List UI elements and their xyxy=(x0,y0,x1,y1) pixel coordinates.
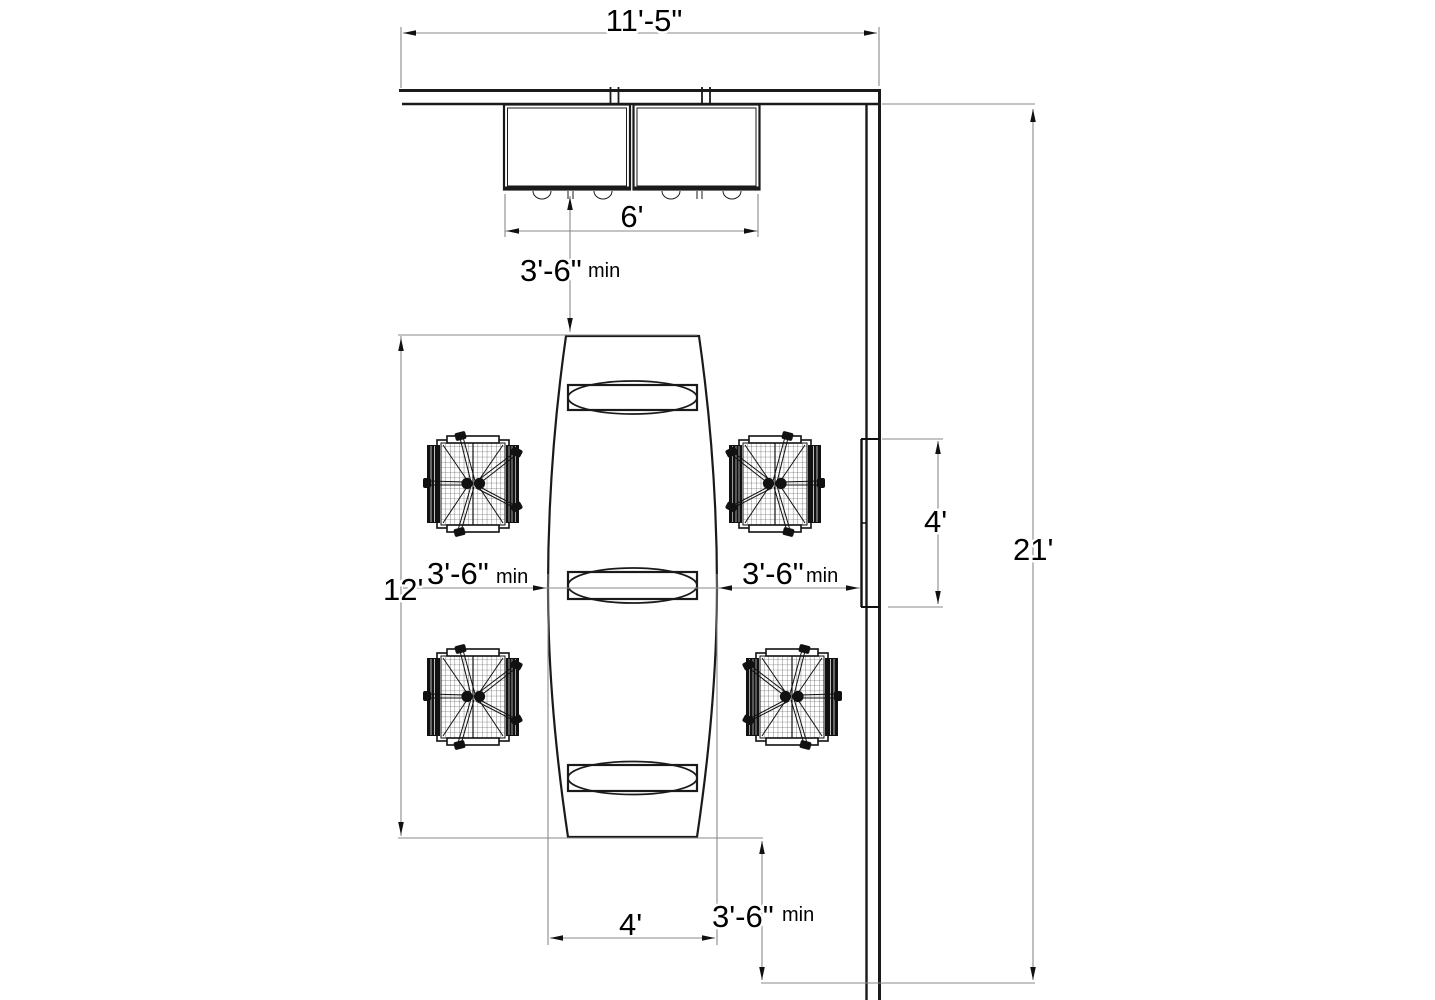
cabinet-handle-ticks xyxy=(567,191,703,199)
label-clearance-credenza: 3'-6" xyxy=(520,253,582,288)
dim-exit-clearance-lines xyxy=(761,841,1035,984)
label-clearance-exit-min: min xyxy=(782,904,814,926)
chair-bottom-left xyxy=(422,642,525,752)
dim-wall-width-lines xyxy=(400,27,880,88)
label-room-length: 21' xyxy=(1013,532,1053,567)
dim-whiteboard-lines xyxy=(882,438,943,608)
label-credenza-width: 6' xyxy=(620,199,643,234)
label-whiteboard-height: 4' xyxy=(924,504,947,539)
label-clearance-left-min: min xyxy=(496,566,528,588)
chair-top-right xyxy=(723,429,826,539)
table-grommet-bottom xyxy=(566,760,699,796)
credenza xyxy=(502,103,761,200)
label-table-width: 4' xyxy=(619,907,642,942)
cabinet-right xyxy=(632,103,761,191)
dim-credenza-lines xyxy=(504,194,759,237)
label-clearance-exit: 3'-6" xyxy=(712,899,774,934)
label-clearance-right-min: min xyxy=(806,565,838,587)
dim-layout-box-lines xyxy=(398,334,763,839)
table-grommet-top xyxy=(566,380,699,415)
label-layout-length: 12' xyxy=(383,572,423,607)
dimension-lines xyxy=(398,27,1036,984)
whiteboard-end-caps xyxy=(861,438,880,608)
top-wall-mullion-ticks xyxy=(609,87,711,105)
label-wall-width: 11'-5" xyxy=(606,3,683,38)
dimension-labels: 11'-5" 6' 3'-6" min 12' 3'-6" min 3'-6" … xyxy=(381,1,1056,945)
dim-table-width-lines xyxy=(547,574,718,945)
cabinet-left xyxy=(502,103,632,191)
label-clearance-right: 3'-6" xyxy=(742,556,804,591)
chair-bottom-right xyxy=(740,642,843,752)
cabinet-left-inner xyxy=(507,107,627,187)
chair-top-left xyxy=(422,429,525,539)
conference-table xyxy=(546,334,719,839)
label-clearance-left: 3'-6" xyxy=(427,556,489,591)
label-clearance-credenza-min: min xyxy=(588,260,620,282)
whiteboard xyxy=(860,438,880,608)
table-grommet-middle xyxy=(566,567,699,604)
cabinet-handle-arcs xyxy=(532,190,742,200)
cabinet-right-inner xyxy=(636,107,757,187)
dim-room-length-lines xyxy=(882,103,1035,980)
